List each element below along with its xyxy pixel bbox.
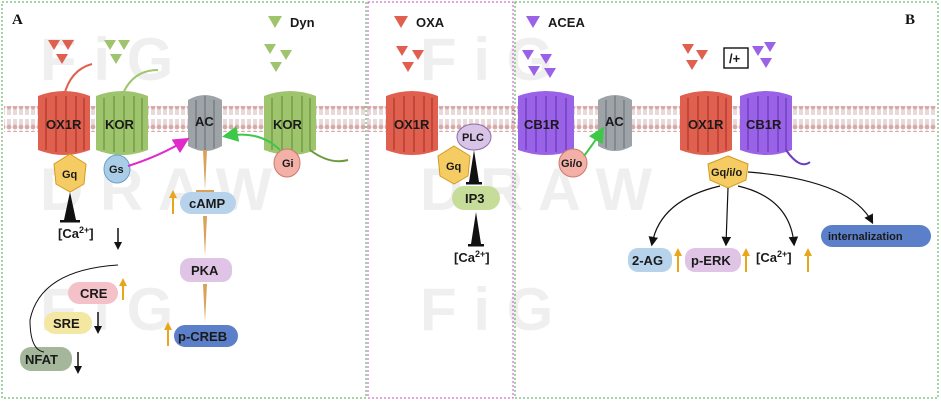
down-arrows <box>74 228 122 374</box>
receptor-cb1r-acea <box>518 91 574 155</box>
panel-oxa-border <box>367 1 514 399</box>
ip3-label: IP3 <box>465 191 485 206</box>
camp-node: cAMP <box>180 192 236 214</box>
calcium-oxa: [Ca2+] <box>454 249 490 265</box>
legend-oxa-label: OXA <box>416 15 445 30</box>
internalization-label: internalization <box>828 231 903 243</box>
inhibition-black <box>60 150 484 247</box>
cb1r-label-heteromer: CB1R <box>746 117 782 132</box>
gi-label-a: Gi <box>282 158 294 170</box>
calcium-a-suffix: ] <box>89 226 93 241</box>
legend-acea-label: ACEA <box>548 15 585 30</box>
svg-text:[Ca2+]: [Ca2+] <box>756 249 792 265</box>
2ag-label: 2-AG <box>632 253 663 268</box>
inhibition-lines-a <box>196 150 214 322</box>
gqio-output-arrows <box>648 171 874 247</box>
receptor-kor-a <box>96 69 159 155</box>
nfat-label: NFAT <box>25 352 58 367</box>
kor-label-a: KOR <box>105 117 135 132</box>
cre-label: CRE <box>80 286 108 301</box>
panel-a-border <box>1 1 367 399</box>
gq-protein-oxa: Gq <box>437 145 471 185</box>
calcium-oxa-suffix: ] <box>485 250 489 265</box>
sre-label: SRE <box>53 316 80 331</box>
pcreb-node: p-CREB <box>174 325 238 347</box>
heteromer-mark: /+ <box>723 47 749 69</box>
gi-to-ac-arrow-a <box>222 126 281 151</box>
gs-protein-a: Gs <box>103 154 131 184</box>
legend-acea: ACEA <box>526 15 585 30</box>
legend-oxa: OXA <box>394 15 445 30</box>
adenylyl-cyclase-a <box>188 95 222 151</box>
plc-label: PLC <box>462 132 484 144</box>
internalization-node: internalization <box>821 225 931 247</box>
panel-a-label: A <box>12 12 23 28</box>
gs-to-ac-arrow <box>127 137 190 167</box>
gio-protein: Gi/o <box>558 148 588 178</box>
gq-protein-a: Gq <box>53 153 87 193</box>
gio-label: Gi/o <box>561 158 583 170</box>
camp-label: cAMP <box>189 196 225 211</box>
legend-dyn-label: Dyn <box>290 15 315 30</box>
gene-loop-curve <box>29 264 119 353</box>
calcium-b: [Ca2+] <box>756 249 792 265</box>
perk-node: p-ERK <box>685 248 741 272</box>
gq-label-a: Gq <box>62 169 77 181</box>
ligand-dyn-triangles <box>104 40 292 72</box>
calcium-oxa-sup: 2+ <box>475 249 485 259</box>
svg-text:[Ca2+]: [Ca2+] <box>58 225 94 241</box>
svg-text:[Ca2+]: [Ca2+] <box>454 249 490 265</box>
perk-label: p-ERK <box>691 253 731 268</box>
panel-b-label: B <box>905 12 915 28</box>
ox1r-label-a: OX1R <box>46 117 82 132</box>
receptor-kor-dyn <box>264 91 349 163</box>
gqio-label: Gq/i/o <box>711 167 742 179</box>
nfat-node: NFAT <box>20 347 72 371</box>
gqio-protein: Gq/i/o <box>707 155 749 189</box>
receptor-ox1r-a <box>38 63 93 155</box>
calcium-b-sup: 2+ <box>777 249 787 259</box>
plc-enzyme: PLC <box>456 123 492 151</box>
gi-protein-a: Gi <box>273 148 301 178</box>
pcreb-label: p-CREB <box>178 329 227 344</box>
ox1r-label-oxa: OX1R <box>394 117 430 132</box>
heteromer-mark-text: /+ <box>729 51 741 66</box>
calcium-a-sup: 2+ <box>79 225 89 235</box>
receptor-ox1r-oxa <box>386 91 438 155</box>
gio-to-ac-arrow <box>583 126 605 157</box>
ox1r-label-heteromer: OX1R <box>688 117 724 132</box>
ac-label-b: AC <box>605 114 624 129</box>
sre-node: SRE <box>44 312 92 334</box>
svg-text:F i G: F i G <box>420 276 553 343</box>
adenylyl-cyclase-b <box>598 95 632 151</box>
legend-dyn: Dyn <box>268 15 315 30</box>
calcium-oxa-prefix: [Ca <box>454 250 476 265</box>
2ag-node: 2-AG <box>628 248 672 272</box>
panel-acea-border <box>514 1 939 399</box>
gq-label-oxa: Gq <box>446 161 461 173</box>
kor-label-dyn: KOR <box>273 117 303 132</box>
calcium-a-prefix: [Ca <box>58 226 80 241</box>
svg-text:F i G: F i G <box>420 26 553 93</box>
ip3-node: IP3 <box>452 186 500 210</box>
up-arrows <box>119 190 812 346</box>
calcium-b-suffix: ] <box>787 250 791 265</box>
ac-label-a: AC <box>195 114 214 129</box>
cre-node: CRE <box>68 282 118 304</box>
calcium-a: [Ca2+] <box>58 225 94 241</box>
pka-node: PKA <box>180 258 232 282</box>
ligand-oxa-triangles <box>48 40 708 72</box>
pka-label: PKA <box>191 263 219 278</box>
calcium-b-prefix: [Ca <box>756 250 778 265</box>
gs-label-a: Gs <box>109 164 124 176</box>
receptor-cb1r-heteromer <box>740 91 811 166</box>
cb1r-label-acea: CB1R <box>524 117 560 132</box>
ligand-acea-triangles <box>522 42 776 78</box>
receptor-ox1r-heteromer <box>680 91 732 155</box>
